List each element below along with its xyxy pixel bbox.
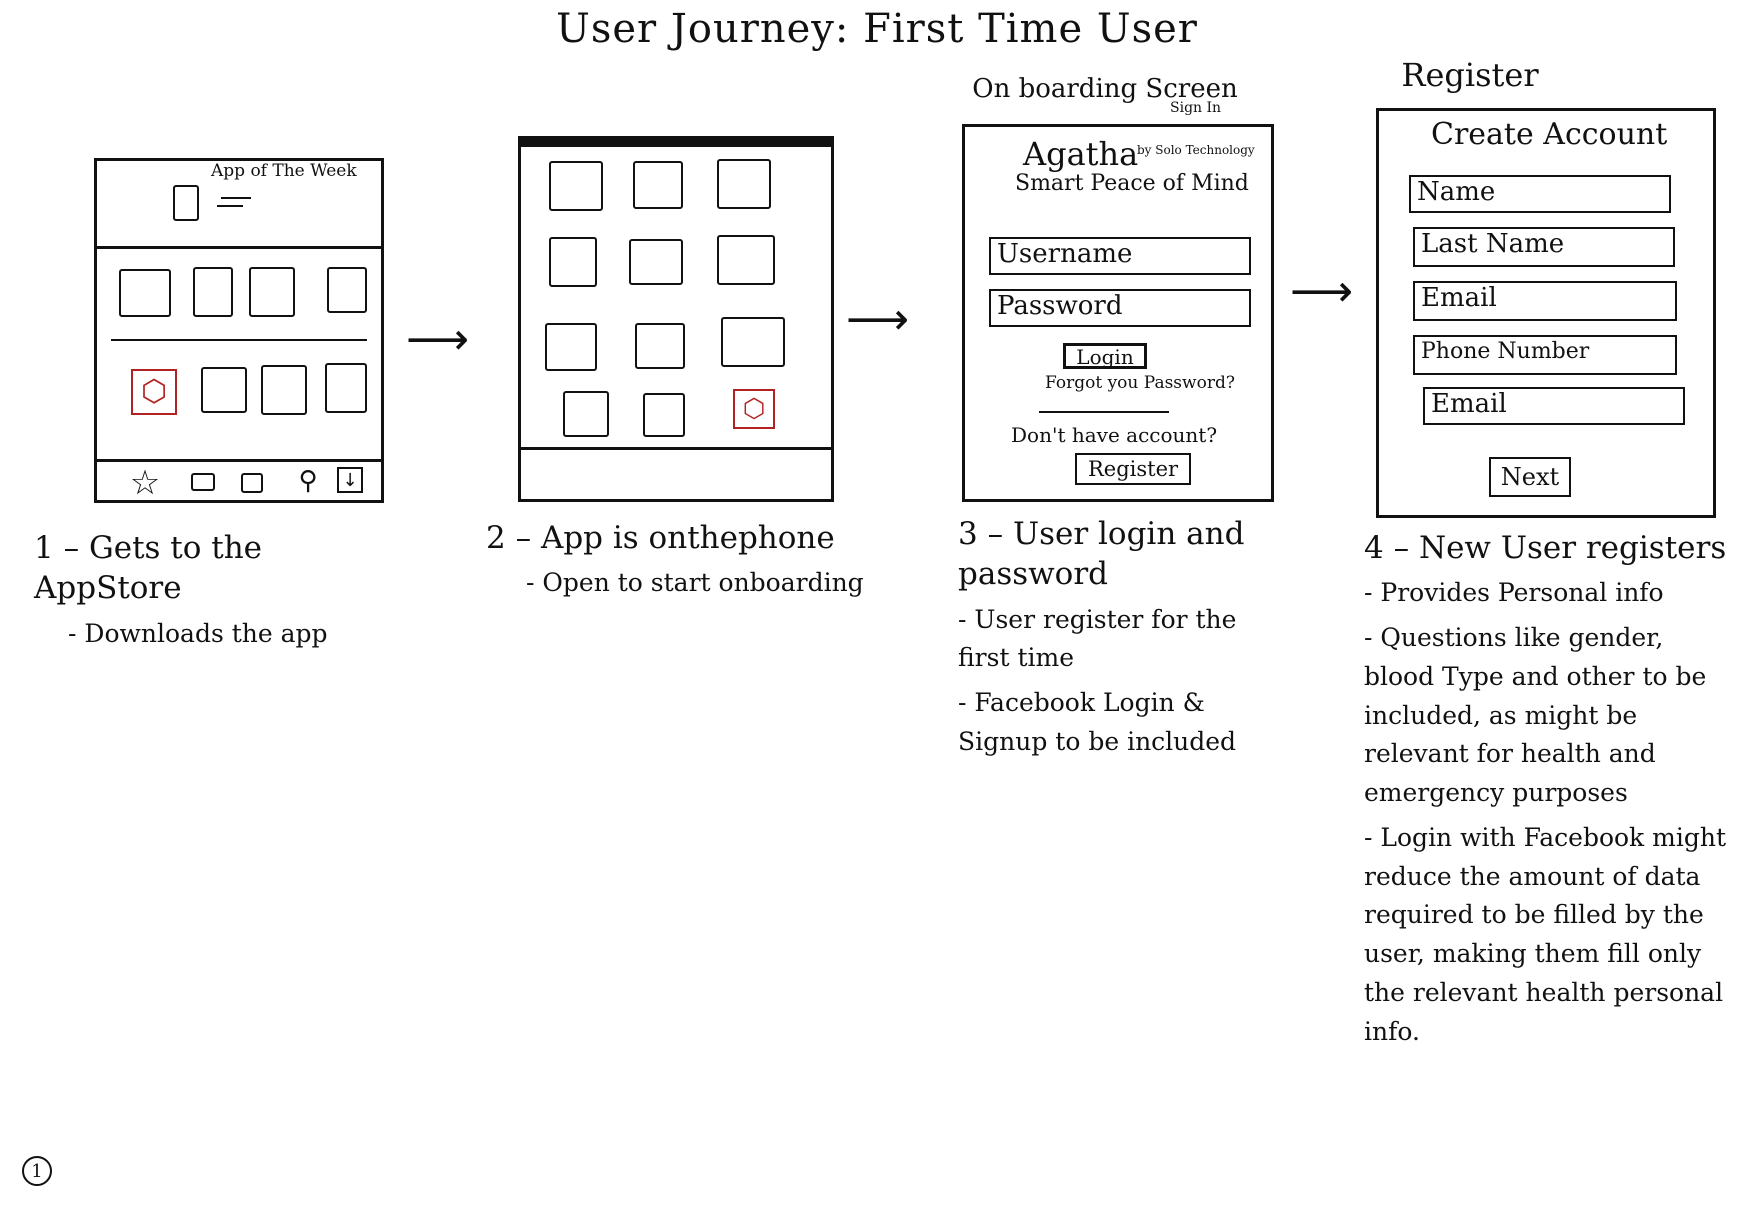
divider <box>97 246 381 249</box>
step-note: Downloads the app <box>84 618 328 648</box>
app-of-the-week-label: App of The Week <box>211 161 357 181</box>
status-bar <box>521 139 831 147</box>
step-heading: New User registers <box>1418 530 1727 566</box>
arrow-step1-to-step2: ⟶ <box>406 314 470 365</box>
onboarding-phone-sketch: Agatha by Solo Technology Smart Peace of… <box>962 124 1274 502</box>
app-tile <box>717 159 771 209</box>
featured-app-tile <box>173 185 199 221</box>
app-tile <box>119 269 171 317</box>
step-note: Facebook Login & Signup to be included <box>958 688 1237 756</box>
agatha-app-icon: ⬡ <box>131 369 177 415</box>
login-button[interactable]: Login <box>1063 343 1147 369</box>
forgot-password-link[interactable]: Forgot you Password? <box>1045 373 1235 393</box>
step2-notes: 2 – App is onthephone - Open to start on… <box>486 520 864 598</box>
password-field[interactable]: Password <box>989 289 1251 327</box>
name-field[interactable]: Name <box>1409 175 1671 213</box>
page-title: User Journey: First Time User <box>556 6 1198 52</box>
step4-notes: 4 – New User registers - Provides Person… <box>1364 530 1727 1046</box>
arrow-step2-to-step3: ⟶ <box>846 294 910 345</box>
app-tile <box>325 363 367 413</box>
by-line: by Solo Technology <box>1137 143 1255 157</box>
banner-underline <box>221 197 251 199</box>
appstore-phone-sketch: App of The Week ⬡ ☆ ⚲ ↓ <box>94 158 384 503</box>
step-number: 1 <box>34 530 54 566</box>
step-number: 3 <box>958 516 978 552</box>
step-note: User register for the first time <box>958 604 1237 673</box>
app-tile <box>717 235 775 285</box>
app-tile <box>721 317 785 367</box>
homescreen-phone-sketch: ⬡ <box>518 136 834 502</box>
star-icon: ☆ <box>129 463 161 503</box>
step-number: 2 <box>486 520 506 556</box>
arrow-step3-to-step4: ⟶ <box>1290 266 1354 317</box>
onboarding-screen-header: On boarding Screen <box>972 74 1238 104</box>
app-tile <box>261 365 307 415</box>
square-icon <box>241 473 263 493</box>
step-note: Provides Personal info <box>1380 578 1664 608</box>
app-tile <box>549 161 603 211</box>
step-note: Login with Facebook might reduce the amo… <box>1364 822 1726 1046</box>
app-tile <box>629 239 683 285</box>
app-tile <box>201 367 247 413</box>
divider <box>1039 411 1169 413</box>
email-field[interactable]: Email <box>1413 281 1677 321</box>
register-header: Register <box>1401 56 1539 94</box>
tab-bar-divider <box>97 459 381 462</box>
step-note: Open to start onboarding <box>542 568 864 598</box>
step-note: Questions like gender, blood Type and ot… <box>1364 623 1707 808</box>
divider <box>111 339 367 341</box>
email-confirm-field[interactable]: Email <box>1423 387 1685 425</box>
step-heading: User login and password <box>958 516 1245 593</box>
step-number: 4 <box>1364 530 1384 566</box>
app-tile <box>545 323 597 371</box>
no-account-label: Don't have account? <box>1011 423 1218 447</box>
step-heading: Gets to the AppStore <box>34 530 263 607</box>
page-number: 1 <box>22 1156 52 1186</box>
app-tile <box>193 267 233 317</box>
app-tile <box>327 267 367 313</box>
username-field[interactable]: Username <box>989 237 1251 275</box>
register-button[interactable]: Register <box>1075 453 1191 485</box>
step-heading: App is onthephone <box>540 520 835 556</box>
dock-divider <box>521 447 831 450</box>
search-icon: ⚲ <box>298 466 318 496</box>
next-button[interactable]: Next <box>1489 457 1571 497</box>
step1-notes: 1 – Gets to the AppStore - Downloads the… <box>34 530 328 648</box>
app-tile <box>635 323 685 369</box>
last-name-field[interactable]: Last Name <box>1413 227 1675 267</box>
register-phone-sketch: Create Account Name Last Name Email Phon… <box>1376 108 1716 518</box>
create-account-title: Create Account <box>1431 117 1668 152</box>
step3-notes: 3 – User login and password - User regis… <box>958 516 1245 756</box>
banner-underline <box>217 205 243 207</box>
agatha-app-icon: ⬡ <box>733 389 775 429</box>
download-icon: ↓ <box>337 467 363 493</box>
app-tile <box>643 393 685 437</box>
app-tile <box>549 237 597 287</box>
app-tile <box>633 161 683 209</box>
phone-number-field[interactable]: Phone Number <box>1413 335 1677 375</box>
sign-in-subheader: Sign In <box>1170 100 1222 116</box>
app-name: Agatha <box>1023 135 1139 173</box>
app-tile <box>249 267 295 317</box>
app-tile <box>563 391 609 437</box>
square-icon <box>191 473 215 491</box>
tagline: Smart Peace of Mind <box>1015 171 1249 196</box>
